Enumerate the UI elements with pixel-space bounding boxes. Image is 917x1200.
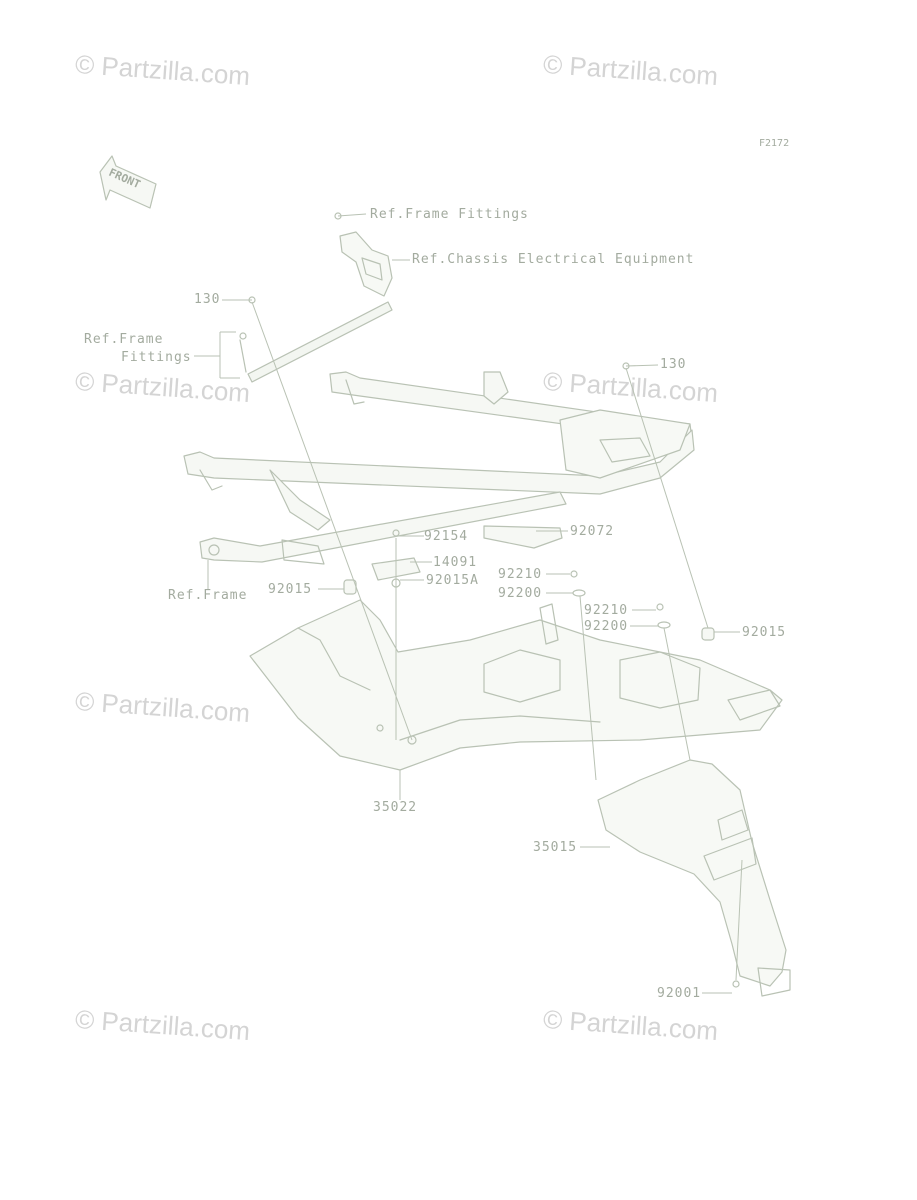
label-ref-frame[interactable]: Ref.Frame: [168, 588, 248, 603]
label-92200-a[interactable]: 92200: [498, 586, 543, 601]
top-bracket: [334, 212, 393, 297]
frame-lower-member: [199, 491, 567, 565]
label-92015a[interactable]: 92015A: [426, 573, 479, 588]
part-92200-b: [657, 621, 671, 629]
part-92210-b: [656, 603, 664, 611]
part-92072: [483, 525, 563, 549]
rear-fender-35015: [597, 759, 791, 997]
label-92210-a[interactable]: 92210: [498, 567, 543, 582]
label-ref-frame-fittings-left-2[interactable]: Fittings: [121, 350, 192, 365]
label-92015-right[interactable]: 92015: [742, 625, 787, 640]
label-ref-chassis-electrical[interactable]: Ref.Chassis Electrical Equipment: [412, 252, 695, 267]
part-92015-right: [701, 627, 715, 641]
label-ref-frame-fittings-left[interactable]: Ref.Frame: [84, 332, 164, 347]
label-92154[interactable]: 92154: [424, 529, 469, 544]
leader-lines: [194, 213, 743, 994]
frame-lower: [183, 429, 695, 531]
part-92154: [392, 529, 400, 537]
label-ref-frame-fittings-top[interactable]: Ref.Frame Fittings: [370, 207, 529, 222]
undertray-35022: [249, 599, 783, 771]
label-14091[interactable]: 14091: [433, 555, 478, 570]
frame-rear: [559, 409, 691, 479]
label-130-left[interactable]: 130: [194, 292, 221, 307]
figure-code: F2172: [759, 138, 790, 149]
label-92200-b[interactable]: 92200: [584, 619, 629, 634]
front-arrow-icon: [99, 155, 157, 209]
long-rod: [239, 296, 393, 383]
label-92210-b[interactable]: 92210: [584, 603, 629, 618]
label-92072[interactable]: 92072: [570, 524, 615, 539]
part-92200-a: [572, 589, 586, 597]
part-92210-a: [570, 570, 578, 578]
label-92015-left[interactable]: 92015: [268, 582, 313, 597]
label-35022[interactable]: 35022: [373, 800, 418, 815]
label-130-right[interactable]: 130: [660, 357, 687, 372]
label-35015[interactable]: 35015: [533, 840, 578, 855]
label-92001[interactable]: 92001: [657, 986, 702, 1001]
